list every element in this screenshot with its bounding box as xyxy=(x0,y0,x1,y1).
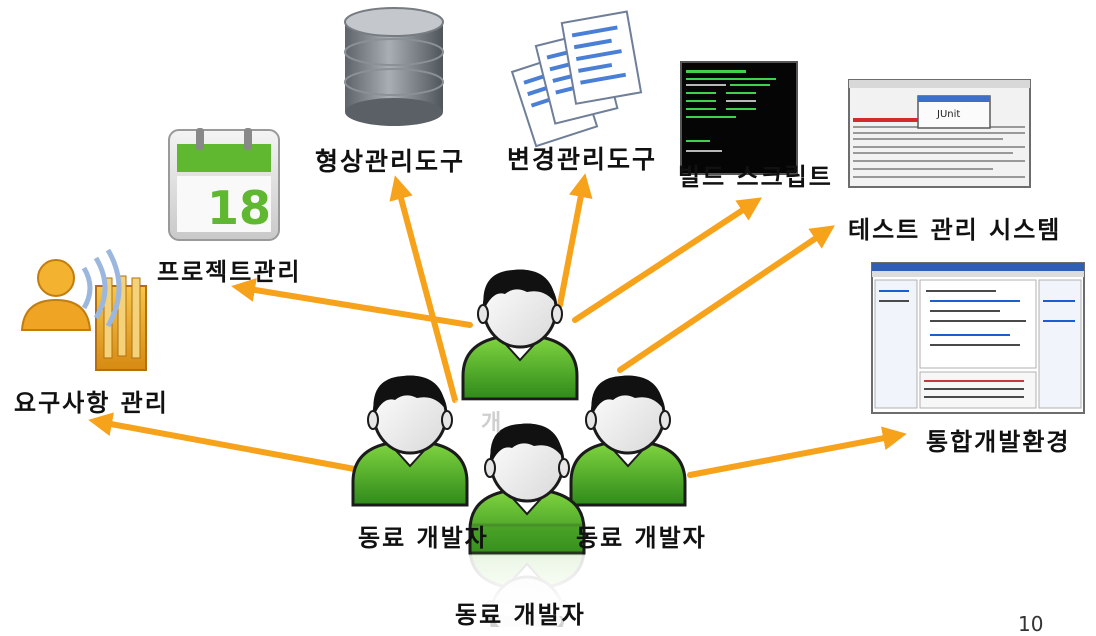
arrow-to-change-tool xyxy=(557,173,593,308)
page-number: 10 xyxy=(1018,612,1044,636)
label-center-partial: 개 xyxy=(481,411,504,436)
calendar-icon: 18 xyxy=(168,128,280,241)
developer-center xyxy=(461,268,579,401)
label-ide: 통합개발환경 xyxy=(926,428,1071,456)
database-icon xyxy=(344,7,444,126)
developer-right xyxy=(569,374,687,507)
label-test-system: 테스트 관리 시스템 xyxy=(848,216,1062,244)
ide-screenshot-icon xyxy=(871,262,1085,414)
label-peer-bottom: 동료 개발자 xyxy=(455,601,586,629)
arrow-to-build-script xyxy=(572,197,763,323)
label-peer-right: 동료 개발자 xyxy=(576,524,707,552)
terminal-screenshot-icon xyxy=(680,61,798,175)
arrow-to-project-mgmt xyxy=(231,278,473,328)
label-build-script: 빌드 스크립트 xyxy=(678,163,833,191)
calendar-day: 18 xyxy=(207,181,271,235)
arrow-to-config-tool xyxy=(389,175,458,403)
junit-title: JUnit xyxy=(936,109,960,120)
label-requirements: 요구사항 관리 xyxy=(14,389,169,417)
label-config-tool: 형상관리도구 xyxy=(315,147,466,176)
label-peer-left: 동료 개발자 xyxy=(358,524,489,552)
documents-icon xyxy=(510,10,643,148)
label-change-tool: 변경관리도구 xyxy=(507,145,658,174)
requirements-folder-icon xyxy=(20,248,147,371)
arrow-to-requirements xyxy=(88,412,363,473)
junit-screenshot-icon: JUnit xyxy=(848,79,1031,188)
arrow-to-ide xyxy=(687,426,907,478)
developer-left xyxy=(351,374,469,507)
label-project-mgmt: 프로젝트관리 xyxy=(157,258,302,286)
developer-group xyxy=(351,268,687,627)
arrow-to-test-system xyxy=(617,225,835,373)
arrows xyxy=(88,173,907,478)
